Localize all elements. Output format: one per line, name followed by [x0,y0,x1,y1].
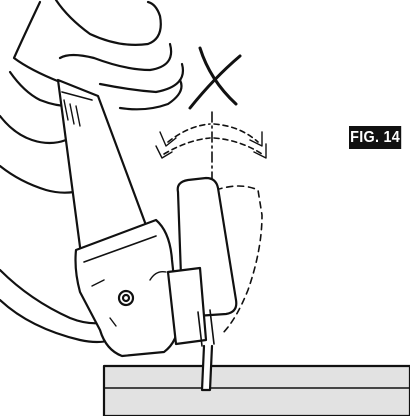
workpiece-board [102,364,410,416]
figure-label: FIG. 14 [349,126,402,149]
tool-body [56,78,180,358]
attachment-housing [166,176,238,347]
x-mark-icon [188,46,242,110]
tilted-outline-dashed [215,185,263,335]
double-arrow-arc-icon [155,123,267,159]
blade [200,344,214,392]
hand-illustration [0,0,185,344]
